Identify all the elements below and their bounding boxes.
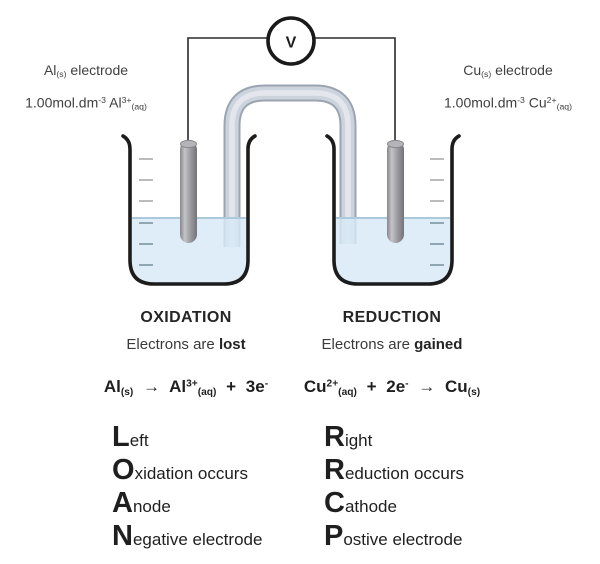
left-electrode-concentration: 1.00mol.dm-3 Al3+(aq) (25, 94, 147, 112)
right-electrode-name: Cu(s) electrode (463, 62, 553, 80)
voltmeter-label: V (286, 35, 297, 52)
left-beaker-scale-marks (139, 158, 153, 266)
left-electrode-label: Al(s) electrode 1.00mol.dm-3 Al3+(aq) (0, 57, 176, 120)
apparatus-drawing: V (121, 16, 461, 286)
right-electrode-label: Cu(s) electrode 1.00mol.dm-3 Cu2+(aq) (418, 57, 598, 120)
oxidation-subtitle: Electrons are lost (126, 336, 246, 353)
reduction-half-equation: Cu2+(aq) + 2e- → Cu(s) (303, 377, 481, 399)
right-electrode-concentration: 1.00mol.dm-3 Cu2+(aq) (444, 94, 572, 112)
copper-electrode (387, 139, 404, 243)
right-beaker-scale-marks (430, 158, 444, 266)
aluminium-electrode (180, 139, 197, 243)
right-beaker (325, 134, 461, 286)
oxidation-section: OXIDATION Electrons are lost Al(s) → Al3… (66, 309, 306, 398)
reduction-title: REDUCTION (342, 309, 442, 326)
left-beaker (121, 134, 257, 286)
reduction-subtitle: Electrons are gained (321, 336, 463, 353)
reduction-section: REDUCTION Electrons are gained Cu2+(aq) … (272, 309, 512, 398)
salt-bridge (223, 84, 357, 247)
salt-bridge-highlight (229, 90, 351, 247)
oxidation-title: OXIDATION (140, 309, 232, 326)
left-electrode-name: Al(s) electrode (43, 62, 129, 80)
oxidation-half-equation: Al(s) → Al3+(aq) + 3e- (103, 377, 269, 399)
voltmeter: V (266, 16, 316, 66)
